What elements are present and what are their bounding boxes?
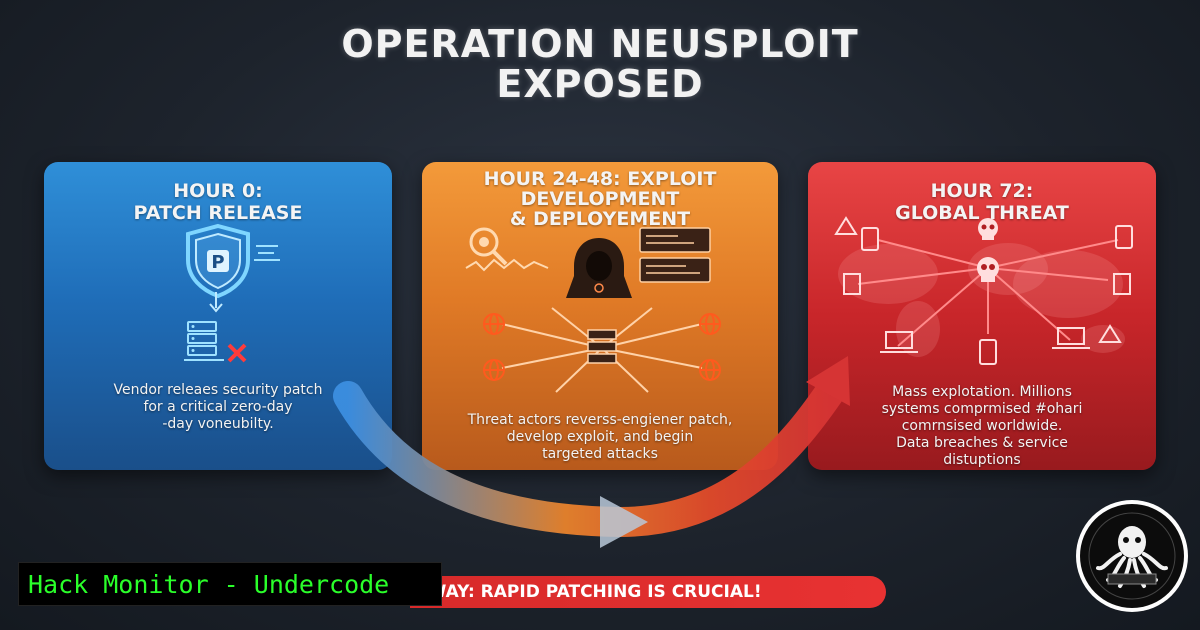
panel-hour-0: HOUR 0: PATCH RELEASE P Vendor releaes s… [44,162,392,470]
panel-heading-line-2: DEVELOPMENT [520,188,680,210]
panel-heading-line-1: HOUR 72: [930,180,1034,202]
key-takeaway-banner: EWAY: RAPID PATCHING IS CRUCIAL! [410,576,886,608]
skull-icon [977,218,999,282]
panel-description-line-3: -day voneubilty. [162,416,274,432]
laptop-icon [880,327,1090,353]
warning-icon [834,216,1122,343]
panel-description-line-1: Threat actors reverss-engiener patch, [467,412,733,428]
panel-description-line-4: Data breaches & service [896,435,1068,451]
bug-magnifier-icon [465,227,549,272]
panel-heading-line-1: HOUR 0: [173,180,263,202]
down-arrow-icon [209,292,223,313]
code-window-icon [639,227,711,283]
undercode-octopus-logo [1076,500,1188,612]
page-title-line-1: OPERATION NEUSPLOIT [341,22,859,66]
panel-description-line-2: systems comprmised #ohari [881,401,1083,417]
svg-text:P: P [211,252,224,273]
document-icon [843,273,1131,295]
panel-hour-72: HOUR 72: GLOBAL THREAT [808,162,1156,470]
panel-hour-24-48: HOUR 24-48: EXPLOIT DEVELOPMENT & DEPLOY… [422,162,778,470]
page-title-line-2: EXPOSED [496,62,704,106]
shield-patch-icon: P [186,223,280,299]
world-map-icon [834,216,1133,365]
panel-description-line-1: Vendor releaes security patch [113,382,323,398]
panel-description-line-3: targeted attacks [542,446,658,462]
server-icon [184,321,224,361]
hooded-hacker-icon [566,238,632,298]
panel-description-line-2: for a critical zero-day [143,399,293,415]
panel-description-line-1: Mass explotation. Millions [892,384,1072,400]
panel-description-line-2: develop exploit, and begin [506,429,694,445]
red-x-icon [227,343,247,363]
panel-heading-line-2: GLOBAL THREAT [895,202,1069,224]
tablet-icon [861,225,1133,365]
panel-heading-line-1: HOUR 24-48: EXPLOIT [483,168,717,190]
panel-description-line-5: distuptions [943,452,1021,468]
exploit-network-diagram [483,307,721,393]
hack-monitor-watermark: Hack Monitor - Undercode [18,562,442,606]
panel-heading-line-2: PATCH RELEASE [133,202,303,224]
panel-heading-line-3: & DEPLOYEMENT [509,208,691,230]
panel-description-line-3: comrnsised worldwide. [901,418,1063,434]
